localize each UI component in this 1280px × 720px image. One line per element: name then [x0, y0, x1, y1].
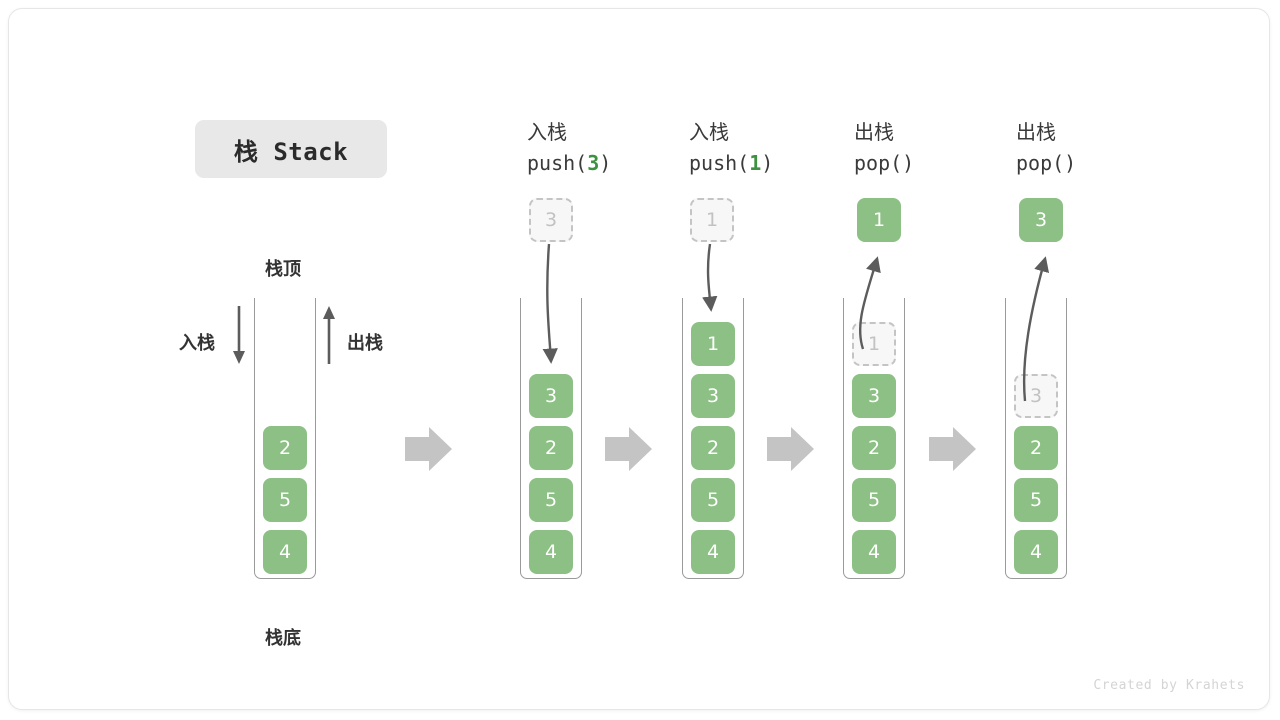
- diagram-title-badge: 栈 Stack: [195, 120, 387, 178]
- stack-cell: 3: [852, 374, 896, 418]
- stack-cell: 2: [529, 426, 573, 470]
- stack-cell: 2: [263, 426, 307, 470]
- stack-cell: 5: [529, 478, 573, 522]
- column-header-fn-prefix: pop(: [1016, 151, 1065, 175]
- column-header-push-3: 入栈 push(3): [527, 117, 611, 179]
- stack-cell: 5: [691, 478, 735, 522]
- stack-cell: 4: [263, 530, 307, 574]
- float-box-push-3: 3: [529, 198, 573, 242]
- column-header-fn-prefix: push(: [527, 151, 588, 175]
- column-header-arg: 3: [587, 151, 600, 175]
- arrow-overlay: [233, 243, 1050, 471]
- column-header-fn-prefix: push(: [689, 151, 750, 175]
- stack-cell: 4: [529, 530, 573, 574]
- stack-slots: 4 5 2: [255, 426, 315, 574]
- flow-arrow-2: [605, 427, 652, 471]
- stack-bottom-label: 栈底: [265, 628, 301, 649]
- stack-cell: 5: [852, 478, 896, 522]
- stack-cell: 4: [691, 530, 735, 574]
- column-header-arg: 1: [749, 151, 762, 175]
- stack-cell: 1: [691, 322, 735, 366]
- stack-before-pop-3: 4 5 2 3: [1005, 298, 1067, 579]
- stack-slots: 4 5 2 3 1: [683, 322, 743, 574]
- float-box-push-1: 1: [690, 198, 734, 242]
- diagram-card: 栈 Stack 栈顶 栈底 入栈 出栈 入栈 push(3) 入栈 push(1…: [8, 8, 1270, 710]
- float-box-pop-1: 1: [857, 198, 901, 242]
- column-header-op-cn: 入栈: [689, 120, 729, 144]
- column-header-op-cn: 入栈: [527, 120, 567, 144]
- flow-arrow-4: [929, 427, 976, 471]
- push-direction-label: 入栈: [179, 333, 215, 354]
- column-header-pop-1: 出栈 pop(): [854, 117, 914, 179]
- stack-top-label: 栈顶: [265, 259, 301, 280]
- stack-initial: 4 5 2: [254, 298, 316, 579]
- stack-cell: 3: [529, 374, 573, 418]
- stack-slots: 4 5 2 3: [1006, 374, 1066, 574]
- column-header-op-cn: 出栈: [854, 120, 894, 144]
- stack-slots: 4 5 2 3: [521, 374, 581, 574]
- stack-after-push-1: 4 5 2 3 1: [682, 298, 744, 579]
- credit-text: Created by Krahets: [1093, 678, 1245, 693]
- column-header-fn-suffix: ): [1064, 151, 1077, 175]
- stack-cell: 5: [263, 478, 307, 522]
- stack-cell: 2: [852, 426, 896, 470]
- column-header-fn-prefix: pop(: [854, 151, 903, 175]
- pop-direction-arrow: [323, 306, 335, 364]
- column-header-push-1: 入栈 push(1): [689, 117, 773, 179]
- stack-after-push-3: 4 5 2 3: [520, 298, 582, 579]
- stack-cell: 4: [1014, 530, 1058, 574]
- column-header-fn-suffix: ): [902, 151, 915, 175]
- pop-direction-label: 出栈: [347, 333, 383, 354]
- stack-slots: 4 5 2 3 1: [844, 322, 904, 574]
- float-box-pop-3: 3: [1019, 198, 1063, 242]
- page-title: 栈 Stack: [233, 137, 349, 166]
- column-header-pop-3: 出栈 pop(): [1016, 117, 1076, 179]
- stack-cell: 3: [691, 374, 735, 418]
- stack-cell: 2: [691, 426, 735, 470]
- push-direction-arrow: [233, 306, 245, 364]
- stack-cell: 2: [1014, 426, 1058, 470]
- stack-cell: 4: [852, 530, 896, 574]
- column-header-fn-suffix: ): [599, 151, 612, 175]
- stack-cell: 5: [1014, 478, 1058, 522]
- flow-arrow-3: [767, 427, 814, 471]
- column-header-fn-suffix: ): [761, 151, 774, 175]
- column-header-op-cn: 出栈: [1016, 120, 1056, 144]
- flow-arrow-1: [405, 427, 452, 471]
- stack-cell-ghost: 1: [852, 322, 896, 366]
- stack-cell-ghost: 3: [1014, 374, 1058, 418]
- stack-before-pop-1: 4 5 2 3 1: [843, 298, 905, 579]
